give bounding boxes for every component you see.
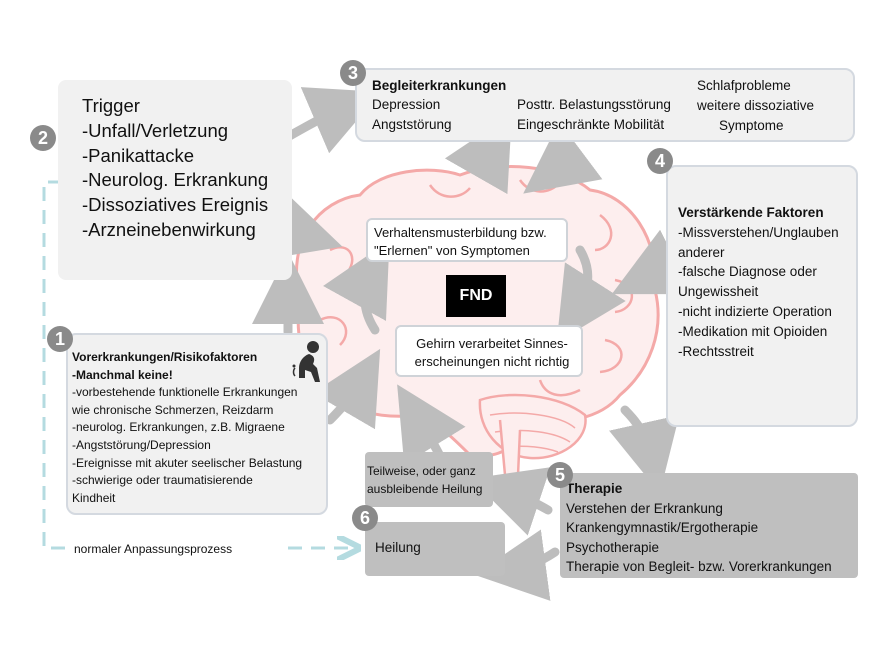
processing-text: Gehirn verarbeitet Sinnes-: [416, 336, 568, 351]
reinforcing-item: anderer: [678, 244, 725, 260]
arrow-therapy-to-healing: [474, 529, 560, 601]
badge-4: 4: [647, 148, 673, 174]
healing-label: Heilung: [375, 540, 421, 555]
processing-box: Gehirn verarbeitet Sinnes- erscheinungen…: [395, 325, 583, 377]
reinforcing-item: -Missverstehen/Unglauben: [678, 224, 839, 240]
comorbidities-col3: Schlafprobleme weitere dissoziative Symp…: [697, 76, 814, 136]
comorbidity-item: Angststörung: [372, 117, 452, 132]
preexisting-box: Vorerkrankungen/Risikofaktoren -Manchmal…: [66, 333, 328, 515]
preexisting-item: -vorbestehende funktionelle Erkrankungen: [72, 385, 298, 400]
preexisting-item: -neurolog. Erkrankungen, z.B. Migraene: [72, 420, 285, 435]
preexisting-item: wie chronische Schmerzen, Reizdarm: [72, 402, 274, 417]
arrow-brain-to-comorbidities: [444, 113, 512, 195]
comorbidities-box: Begleiterkrankungen Depression Angststör…: [355, 68, 855, 142]
arrow-comorbidities-to-brain: [523, 121, 603, 194]
fnd-label: FND: [446, 275, 506, 317]
comorbidity-item: weitere dissoziative: [697, 98, 815, 113]
preexisting-item: -Ereignisse mit akuter seelischer Belast…: [72, 455, 303, 470]
reinforcing-item: -falsche Diagnose oder: [678, 264, 817, 280]
reinforcing-item: Ungewissheit: [678, 284, 759, 300]
preexisting-item: -Angststörung/Depression: [72, 437, 211, 452]
therapy-title: Therapie: [566, 481, 623, 496]
preexisting-item: Kindheit: [72, 490, 116, 505]
normal-process-line: [42, 180, 352, 548]
badge-6: 6: [352, 505, 378, 531]
therapy-item: Verstehen der Erkrankung: [566, 500, 723, 516]
preexisting-subtitle: -Manchmal keine!: [72, 367, 173, 382]
comorbidity-item: Eingeschränkte Mobilität: [517, 117, 665, 132]
preexisting-item: -schwierige oder traumatisierende: [72, 473, 253, 488]
trigger-item: -Panikattacke: [82, 144, 195, 166]
reinforcing-box: Verstärkende Faktoren -Missverstehen/Ung…: [666, 165, 858, 427]
trigger-item: -Unfall/Verletzung: [82, 119, 229, 141]
reinforcing-item: -Rechtsstreit: [678, 343, 754, 359]
badge-5: 5: [547, 462, 573, 488]
comorbidity-item: Symptome: [719, 118, 784, 133]
badge-3: 3: [340, 60, 366, 86]
reinforcing-title: Verstärkende Faktoren: [678, 205, 824, 220]
partial-healing-text: Teilweise, oder ganz: [367, 464, 476, 478]
badge-1: 1: [47, 326, 73, 352]
arrow-therapy-to-partial: [470, 467, 553, 536]
partial-healing-text: ausbleibende Heilung: [367, 482, 483, 496]
sad-person-icon: [292, 341, 320, 382]
trigger-item: -Dissoziatives Ereignis: [82, 194, 269, 216]
therapy-item: Therapie von Begleit- bzw. Vorerkrankung…: [566, 559, 832, 574]
arrow-reinforcing-to-brain: [611, 229, 693, 295]
comorbidities-col2: Posttr. Belastungsstörung Eingeschränkte…: [517, 95, 671, 135]
comorbidity-item: Posttr. Belastungsstörung: [517, 97, 671, 112]
comorbidities-col1: Depression Angststörung: [372, 95, 452, 135]
therapy-item: Psychotherapie: [566, 539, 660, 555]
behavior-text: Verhaltensmusterbildung bzw.: [374, 225, 547, 240]
comorbidity-item: Schlafprobleme: [697, 78, 791, 93]
cerebellum-shape: [478, 393, 587, 488]
normal-process-label: normaler Anpassungsprozess: [70, 536, 285, 562]
arrow-brain-to-therapy: [609, 405, 680, 494]
arrow-loop-right: [556, 245, 626, 343]
behavior-box: Verhaltensmusterbildung bzw. "Erlernen" …: [366, 218, 568, 262]
trigger-heading: Trigger: [82, 95, 140, 116]
comorbidity-item: Depression: [372, 97, 441, 112]
processing-text: erscheinungen nicht richtig: [414, 354, 570, 369]
preexisting-title: Vorerkrankungen/Risikofaktoren: [72, 350, 258, 364]
badge-2: 2: [30, 125, 56, 151]
trigger-item: -Arzneinebenwirkung: [82, 218, 256, 240]
behavior-text: "Erlernen" von Symptomen: [374, 243, 530, 258]
comorbidities-title: Begleiterkrankungen: [372, 78, 507, 93]
partial-healing-box: Teilweise, oder ganz ausbleibende Heilun…: [365, 452, 493, 507]
therapy-item: Krankengymnastik/Ergotherapie: [566, 520, 759, 535]
healing-box: Heilung: [365, 522, 505, 576]
arrow-loop-left: [323, 240, 390, 335]
therapy-box: Therapie Verstehen der Erkrankung Kranke…: [560, 473, 858, 578]
trigger-box: Trigger -Unfall/Verletzung -Panikattacke…: [58, 80, 292, 280]
trigger-item: -Neurolog. Erkrankung: [82, 169, 269, 191]
arrow-preexisting-to-brain: [312, 348, 381, 430]
reinforcing-item: -Medikation mit Opioiden: [678, 323, 828, 339]
reinforcing-item: -nicht indizierte Operation: [678, 303, 832, 319]
